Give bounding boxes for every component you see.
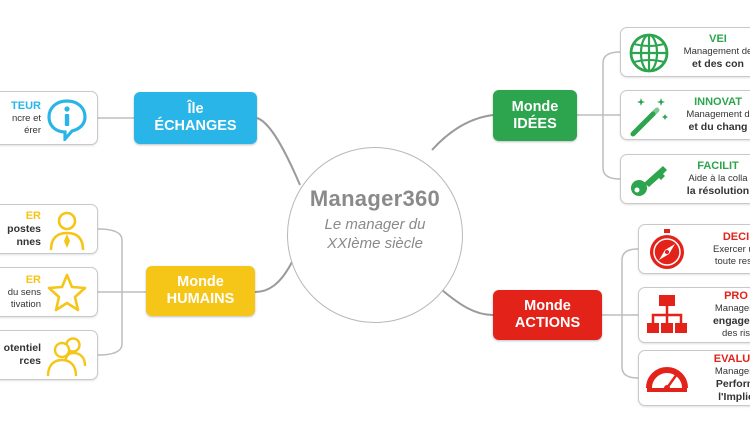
leaf-desc: engagem xyxy=(712,315,750,327)
central-title: Manager360 xyxy=(309,186,441,211)
world-idees-node[interactable]: Monde IDÉES xyxy=(493,90,577,141)
leaf-title: DECI xyxy=(722,230,750,243)
world-echanges-line1: Île xyxy=(187,101,204,117)
leaf-desc: du sens xyxy=(7,286,41,298)
leaf-desc: Management de xyxy=(683,46,750,57)
globe-icon xyxy=(627,31,671,75)
leaf-desc: des ris xyxy=(722,328,750,339)
leaf-desc: Perform xyxy=(715,377,750,390)
world-humains-node[interactable]: Monde HUMAINS xyxy=(146,266,255,316)
leaf-desc: rces xyxy=(19,355,41,367)
world-idees-line2: IDÉES xyxy=(513,115,557,132)
leaf-desc: postes xyxy=(7,222,41,235)
leaf-title: ER xyxy=(25,273,41,286)
leaf-title: VEI xyxy=(709,33,727,45)
leaf-desc: otentiel xyxy=(3,342,41,354)
leaf-idees-1[interactable]: INNOVAT Management d et du chang xyxy=(620,90,750,140)
leaf-desc: nnes xyxy=(16,235,41,248)
world-humains-line1: Monde xyxy=(177,274,224,290)
leaf-title: FACILIT xyxy=(697,160,739,172)
leaf-humains-2[interactable]: otentiel rces xyxy=(0,330,98,380)
leaf-humains-0[interactable]: ER postes nnes xyxy=(0,204,98,254)
gauge-icon xyxy=(645,356,689,400)
leaf-desc: et du chang xyxy=(688,121,748,133)
central-subtitle-line1: Le manager du xyxy=(324,216,426,233)
leaf-title: EVALUA xyxy=(713,352,750,365)
leaf-desc: tivation xyxy=(10,298,41,310)
compass-icon xyxy=(645,228,689,272)
info-speech-icon xyxy=(45,97,89,141)
leaf-desc: Exercer un xyxy=(713,243,750,255)
central-subtitle-line2: XXIème siècle xyxy=(327,235,423,252)
person-icon xyxy=(45,208,89,252)
key-icon xyxy=(627,158,671,202)
leaf-desc: Managem xyxy=(714,303,750,314)
leaf-actions-1[interactable]: PRO Managem engagem des ris xyxy=(638,287,750,343)
world-echanges-line2: ÉCHANGES xyxy=(154,118,237,134)
leaf-title: ER xyxy=(25,209,41,222)
leaf-desc: et des con xyxy=(692,58,744,70)
world-idees-line1: Monde xyxy=(511,98,559,115)
world-actions-line1: Monde xyxy=(524,298,571,314)
world-actions-line2: ACTIONS xyxy=(514,315,581,331)
central-node[interactable]: Manager360 Le manager du XXIème siècle xyxy=(287,147,463,323)
leaf-actions-0[interactable]: DECI Exercer un toute resp xyxy=(638,224,750,274)
leaf-desc: Aide à la colla xyxy=(688,173,748,184)
leaf-desc: érer xyxy=(24,124,41,136)
leaf-desc: l'Implic xyxy=(718,390,750,403)
leaf-desc: toute resp xyxy=(714,255,750,267)
leaf-title: PRO xyxy=(724,290,748,302)
star-icon xyxy=(45,271,89,315)
leaf-desc: la résolution xyxy=(686,185,750,197)
leaf-desc: Management d xyxy=(686,109,750,120)
org-chart-icon xyxy=(645,293,689,337)
leaf-idees-0[interactable]: VEI Management de et des con xyxy=(620,27,750,77)
world-echanges-node[interactable]: Île ÉCHANGES xyxy=(134,92,257,144)
world-humains-line2: HUMAINS xyxy=(166,291,235,307)
leaf-desc: Managem xyxy=(714,365,750,377)
leaf-idees-2[interactable]: FACILIT Aide à la colla la résolution xyxy=(620,154,750,204)
leaf-actions-2[interactable]: EVALUA Managem Perform l'Implic xyxy=(638,350,750,406)
leaf-echanges-0[interactable]: TEUR ncre et érer xyxy=(0,91,98,145)
world-actions-node[interactable]: Monde ACTIONS xyxy=(493,290,602,340)
leaf-title: INNOVAT xyxy=(694,96,742,108)
leaf-desc: ncre et xyxy=(11,112,41,124)
magic-wand-icon xyxy=(627,94,671,138)
leaf-title: TEUR xyxy=(11,99,41,112)
group-icon xyxy=(45,334,89,378)
leaf-humains-1[interactable]: ER du sens tivation xyxy=(0,267,98,317)
